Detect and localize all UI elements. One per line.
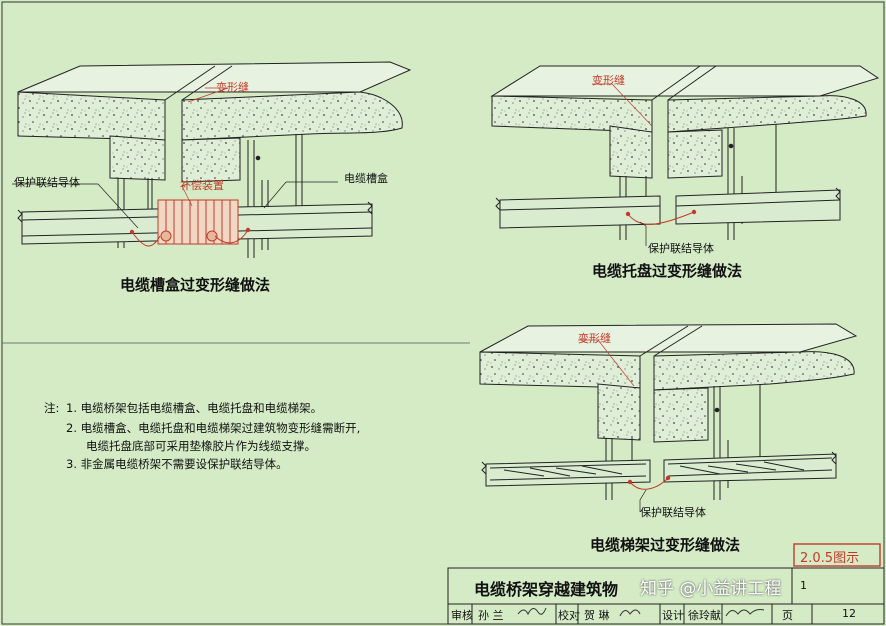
caption-ladder: 电缆梯架过变形缝做法 — [590, 536, 741, 554]
note-3: 3. 非金属电缆桥架不需要设保护联结导体。 — [66, 457, 288, 471]
check-label: 校对 — [558, 609, 580, 622]
label-cable-trunking: 电缆槽盒 — [344, 172, 388, 185]
diagram-trunking — [12, 61, 412, 258]
sheet-title: 电缆桥架穿越建筑物 — [474, 580, 619, 599]
design-label: 设计 — [662, 609, 684, 622]
label-compensation-device: 补偿装置 — [180, 179, 224, 192]
label-deformation-joint-3: 变形缝 — [578, 332, 611, 345]
watermark-text: 知乎 @小益讲工程 — [640, 579, 782, 599]
note-1: 1. 电缆桥架包括电缆槽盒、电缆托盘和电缆梯架。 — [66, 401, 323, 415]
page-number: 12 — [842, 607, 856, 620]
diagram-ladder — [479, 323, 858, 512]
checker-name: 贺 琳 — [584, 609, 610, 622]
signature-scribble-1 — [517, 607, 547, 616]
reviewer-name: 孙 兰 — [478, 609, 504, 622]
label-bonding-conductor-3: 保护联结导体 — [640, 506, 706, 519]
atlas-number: 1 — [800, 579, 807, 592]
review-label: 审核 — [451, 609, 473, 622]
note-2-continued: 电缆托盘底部可采用垫橡胶片作为线缆支撑。 — [86, 439, 316, 453]
signature-scribble-3 — [725, 609, 765, 617]
label-bonding-conductor-1: 保护联结导体 — [14, 176, 80, 189]
title-block — [447, 543, 885, 625]
label-bonding-conductor-2: 保护联结导体 — [648, 242, 714, 255]
compensation-device — [157, 199, 239, 245]
label-deformation-joint-1: 变形缝 — [216, 81, 249, 94]
label-deformation-joint-2: 变形缝 — [592, 74, 625, 87]
designer-name: 徐玲献 — [688, 609, 721, 622]
figure-number: 2.0.5图示 — [800, 551, 860, 566]
figure-number-box — [793, 543, 881, 567]
caption-tray: 电缆托盘过变形缝做法 — [592, 262, 743, 280]
diagram-tray — [490, 65, 880, 246]
page-label: 页 — [782, 609, 793, 622]
signature-scribble-2 — [619, 609, 641, 617]
notes-prefix: 注: — [44, 401, 60, 415]
caption-trunking: 电缆槽盒过变形缝做法 — [120, 276, 271, 294]
note-2: 2. 电缆槽盒、电缆托盘和电缆梯架过建筑物变形缝需断开, — [66, 421, 361, 435]
